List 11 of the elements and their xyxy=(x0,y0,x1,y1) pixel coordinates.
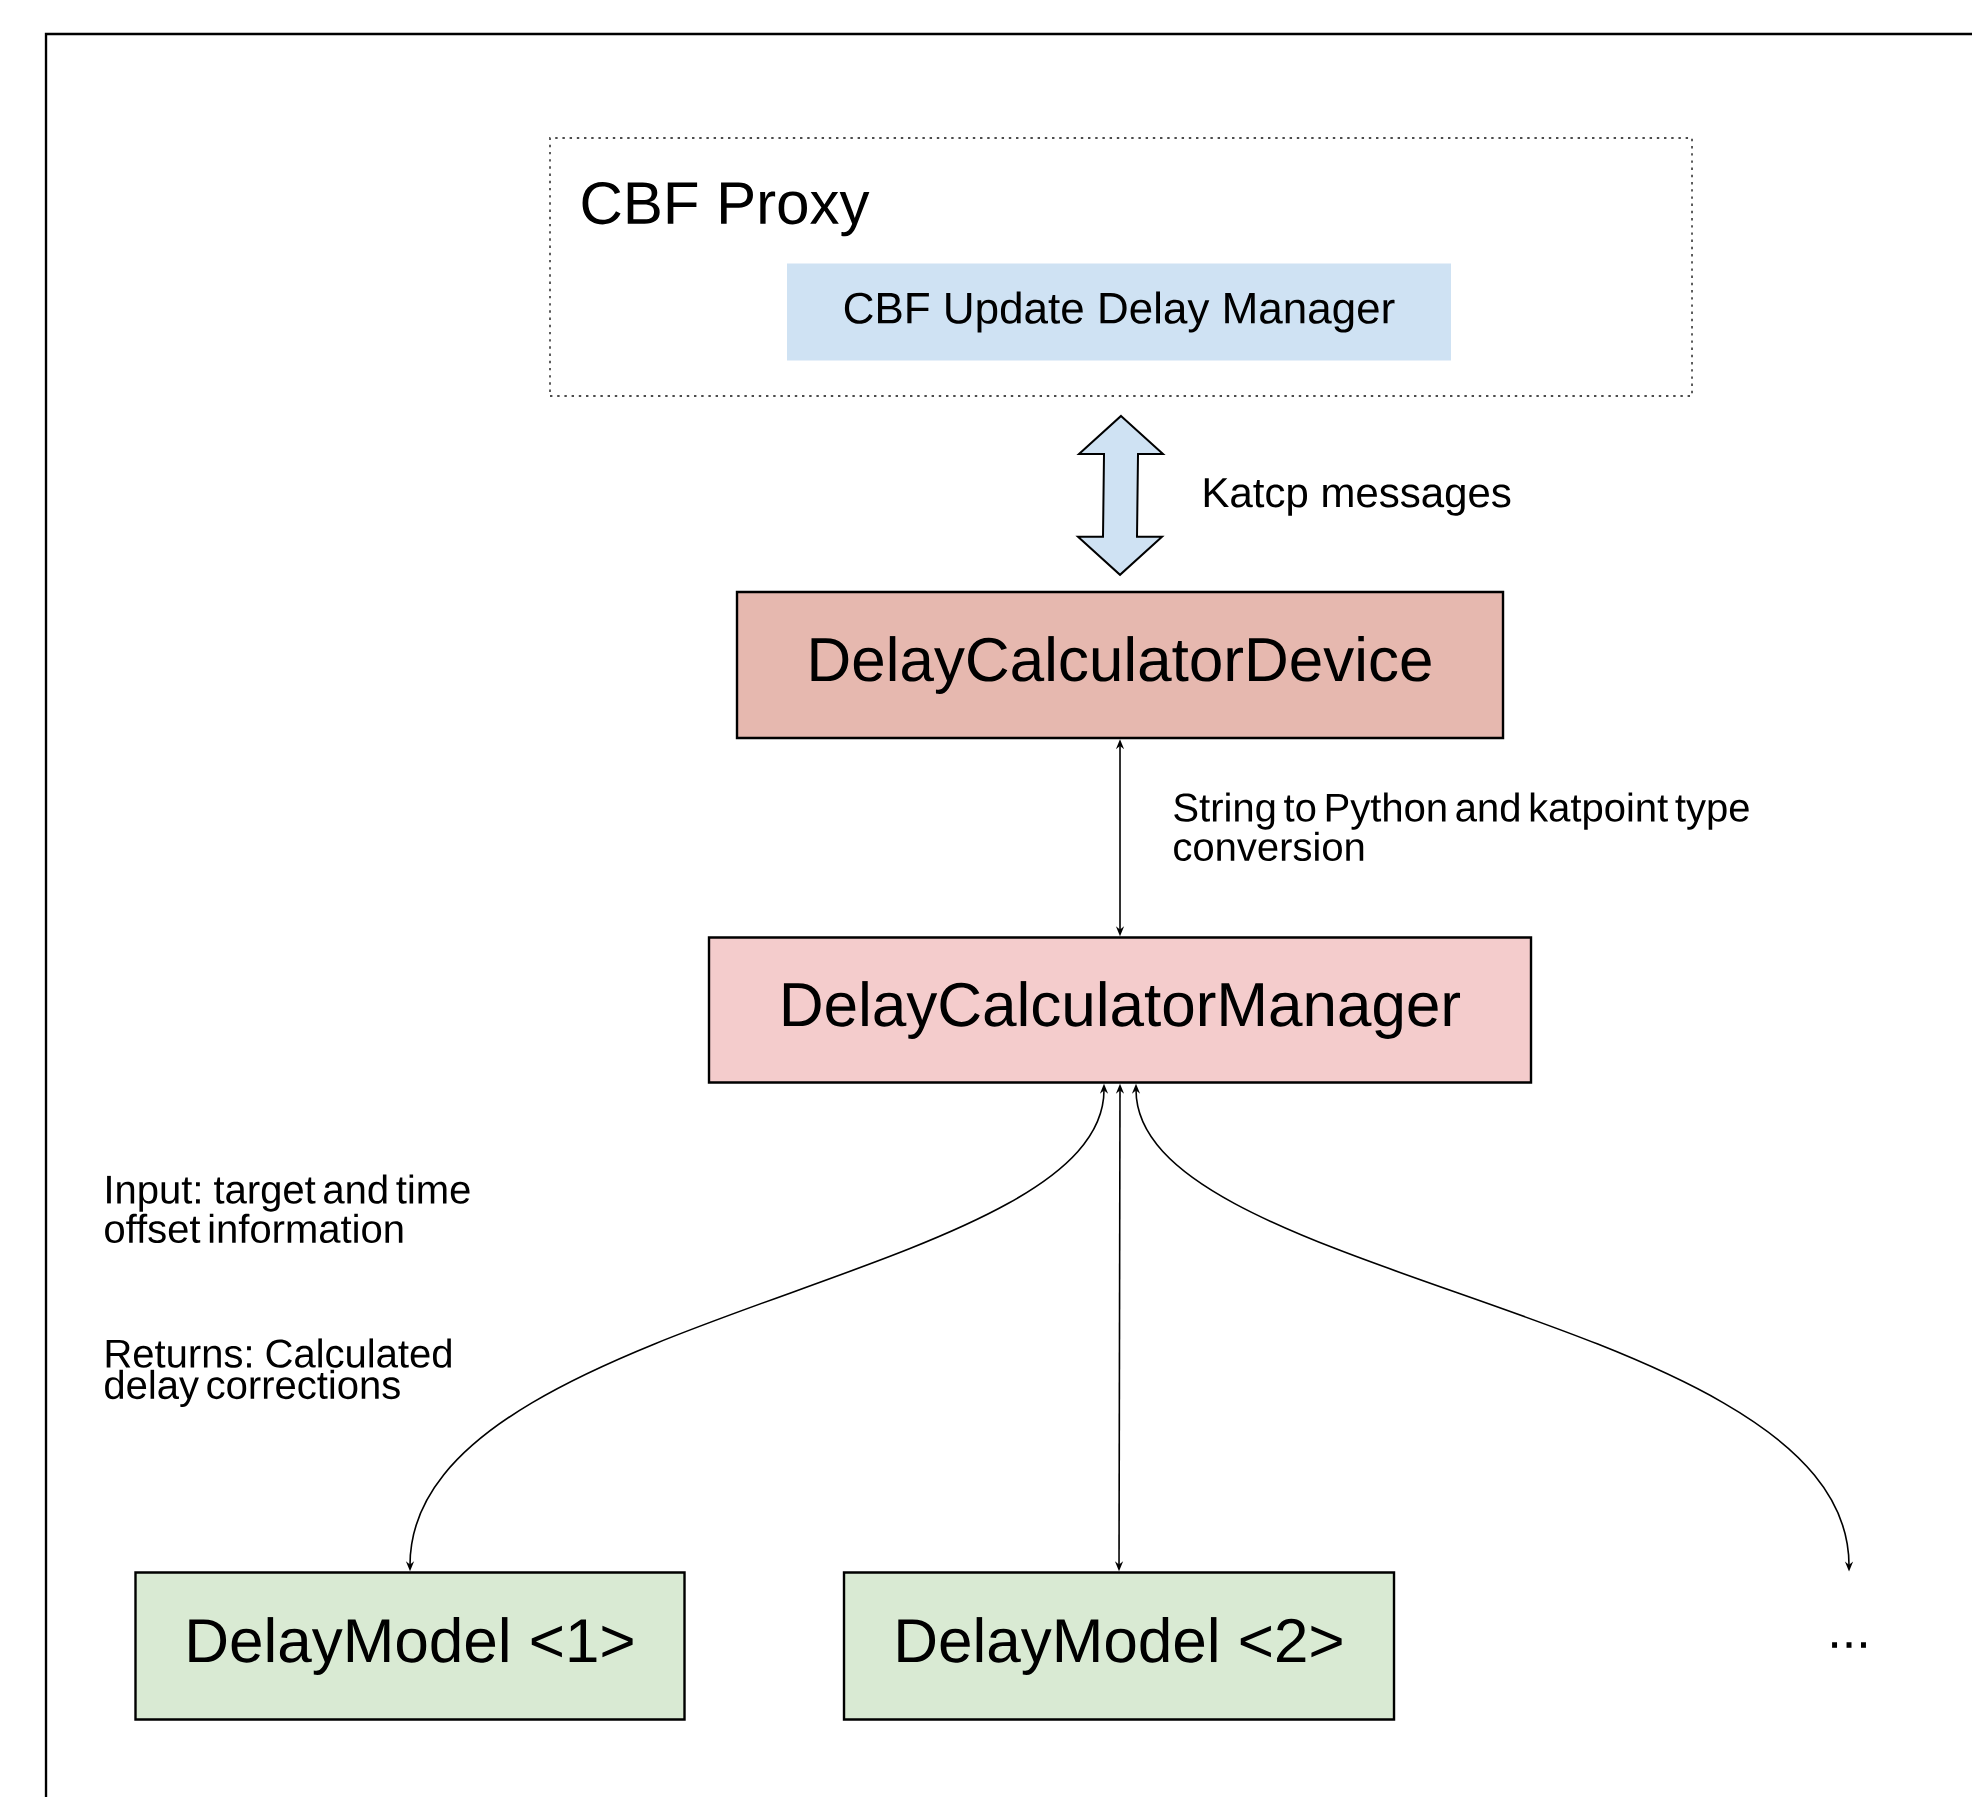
process-box: DelayModel <1> xyxy=(134,1571,686,1721)
note-text: Input: target and time offset information xyxy=(105,1174,470,1244)
process-box: CBF Update Delay Manager xyxy=(787,263,1451,361)
edge-label: Katcp messages xyxy=(1204,478,1511,516)
ellipsis-text: ... xyxy=(1832,1642,1866,1648)
process-box: DelayModel <2> xyxy=(842,1571,1396,1721)
process-box: DelayCalculatorDevice xyxy=(735,590,1505,740)
process-box: DelayCalculatorManager xyxy=(707,936,1533,1084)
note-text: Returns: Calculated delay corrections xyxy=(105,1338,451,1408)
block-arrow xyxy=(1075,414,1166,577)
edge-label: String to Python and katpoint type conversion xyxy=(1174,792,1749,862)
